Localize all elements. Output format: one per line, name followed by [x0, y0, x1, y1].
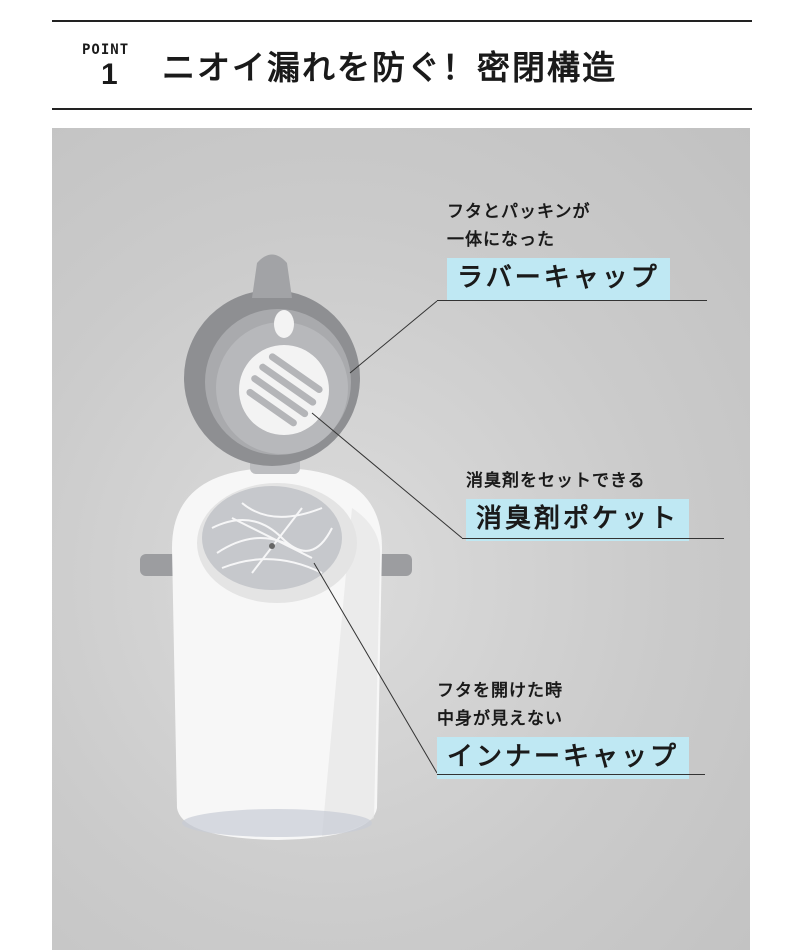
page-title: ニオイ漏れを防ぐ！密閉構造 — [162, 48, 617, 87]
point-number: 1 — [101, 58, 118, 91]
rubber-cap-desc-1: フタとパッキンが — [447, 202, 591, 222]
inner-cap-underline — [437, 774, 705, 775]
deodorant-pocket-underline — [462, 538, 724, 539]
rubber-cap-underline — [437, 300, 707, 301]
point-label: POINT — [82, 42, 130, 58]
leader-deodorant-pocket — [311, 412, 463, 539]
rubber-cap-label: ラバーキャップ — [447, 258, 670, 300]
inner-cap-desc-2: 中身が見えない — [437, 709, 563, 729]
point-header: POINT 1 ニオイ漏れを防ぐ！密閉構造 — [52, 20, 752, 110]
callout-rubber-cap: フタとパッキンが 一体になった ラバーキャップ — [447, 198, 670, 300]
callout-deodorant-pocket: 消臭剤をセットできる 消臭剤ポケット — [466, 467, 690, 541]
inner-cap-desc-1: フタを開けた時 — [437, 681, 563, 701]
diaper-pail-illustration — [140, 254, 463, 840]
rubber-cap-desc-2: 一体になった — [447, 230, 555, 250]
deodorant-pocket-label: 消臭剤ポケット — [466, 499, 690, 541]
lid-tab — [252, 254, 292, 298]
inner-cap-label: インナーキャップ — [437, 737, 690, 779]
leader-rubber-cap — [349, 300, 438, 374]
callout-inner-cap: フタを開けた時 中身が見えない インナーキャップ — [437, 677, 690, 779]
deodorant-pocket-desc: 消臭剤をセットできる — [466, 471, 646, 491]
leader-inner-cap — [313, 562, 438, 774]
